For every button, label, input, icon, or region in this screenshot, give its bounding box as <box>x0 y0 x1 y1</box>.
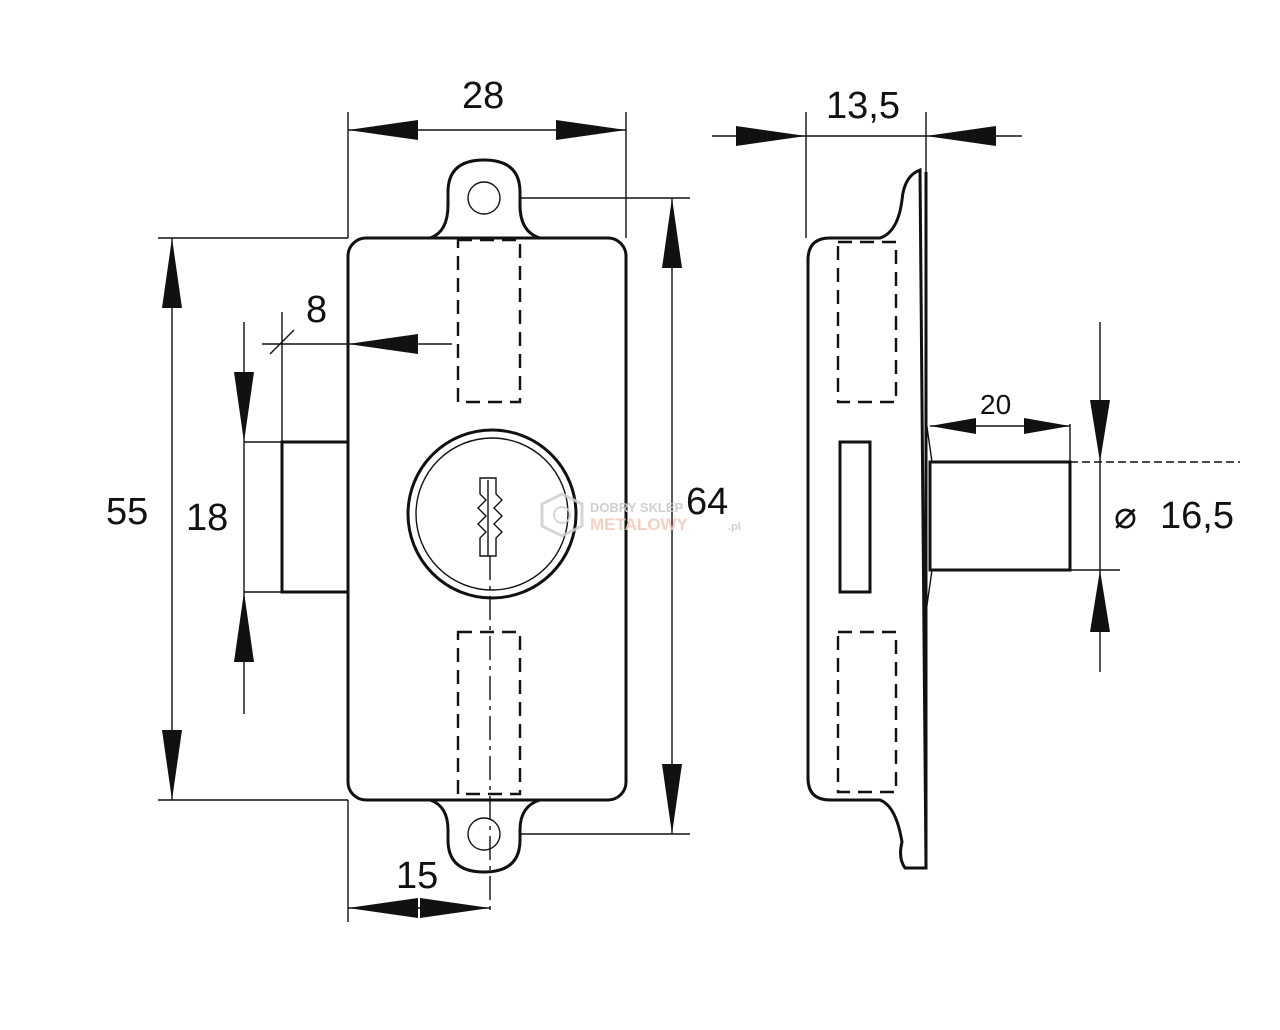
dim-depth-label: 13,5 <box>826 85 900 127</box>
bottom-screw-hole <box>467 817 501 851</box>
arrow-55-bottom <box>162 730 182 800</box>
arrow-13-5-right <box>926 126 996 146</box>
dim-width-label: 28 <box>462 75 504 117</box>
watermark-logo-icon <box>540 492 584 538</box>
cylinder-neck-top <box>925 419 933 463</box>
dim-cylinder-length-label: 20 <box>980 389 1011 420</box>
dimension-lines <box>158 112 1240 922</box>
dim-bolt-offset-label: 8 <box>306 289 327 331</box>
watermark: DOBRY SKLEP METALOWY .pl <box>540 492 741 538</box>
upper-hidden-slot <box>456 238 522 404</box>
arrow-55-top <box>162 238 182 308</box>
arrow-15-right <box>420 898 490 918</box>
watermark-line1: DOBRY SKLEP <box>590 500 684 515</box>
keyway-icon <box>477 477 503 557</box>
arrow-13-5-left <box>736 126 806 146</box>
top-mounting-lug <box>429 158 541 240</box>
arrow-16-5-top <box>1090 400 1110 462</box>
arrow-28-right <box>556 120 626 140</box>
cylinder-side <box>928 460 1072 572</box>
arrow-64-bottom <box>662 764 682 834</box>
dim-body-height-label: 55 <box>106 491 148 533</box>
arrow-8 <box>348 334 418 354</box>
cylinder-neck-bottom <box>925 569 933 613</box>
key-cylinder-inner <box>415 437 569 591</box>
lower-hidden-slot <box>456 630 522 796</box>
arrow-16-5-bottom <box>1090 570 1110 632</box>
dim-keyhole-offset-label: 15 <box>396 855 438 897</box>
front-view <box>280 158 628 910</box>
dim-cylinder-diameter-label: 16,5 <box>1160 495 1234 537</box>
arrow-28-left <box>348 120 418 140</box>
arrow-20-right <box>1024 418 1070 434</box>
top-screw-hole <box>467 181 501 215</box>
arrow-18-top <box>234 372 254 442</box>
upper-hidden-slot-side <box>836 240 898 404</box>
watermark-line2: METALOWY <box>590 515 689 534</box>
lower-hidden-slot-side <box>836 630 898 794</box>
arrow-20-left <box>930 418 976 434</box>
latch-bolt <box>280 440 350 594</box>
lock-body-front <box>346 236 628 802</box>
arrow-15-left <box>348 898 418 918</box>
dim-total-height-label: 64 <box>686 481 728 523</box>
arrow-64-top <box>662 198 682 268</box>
lock-body-side <box>806 167 928 870</box>
arrow-18-bottom <box>234 592 254 662</box>
watermark-suffix: .pl <box>728 521 741 533</box>
side-view <box>806 167 1072 870</box>
bolt-slot-side <box>838 440 872 594</box>
dim-bolt-height-label: 18 <box>186 497 228 539</box>
bottom-mounting-lug <box>429 798 541 874</box>
diameter-symbol-icon: ⌀ <box>1114 495 1137 537</box>
key-cylinder-outer <box>406 428 578 600</box>
